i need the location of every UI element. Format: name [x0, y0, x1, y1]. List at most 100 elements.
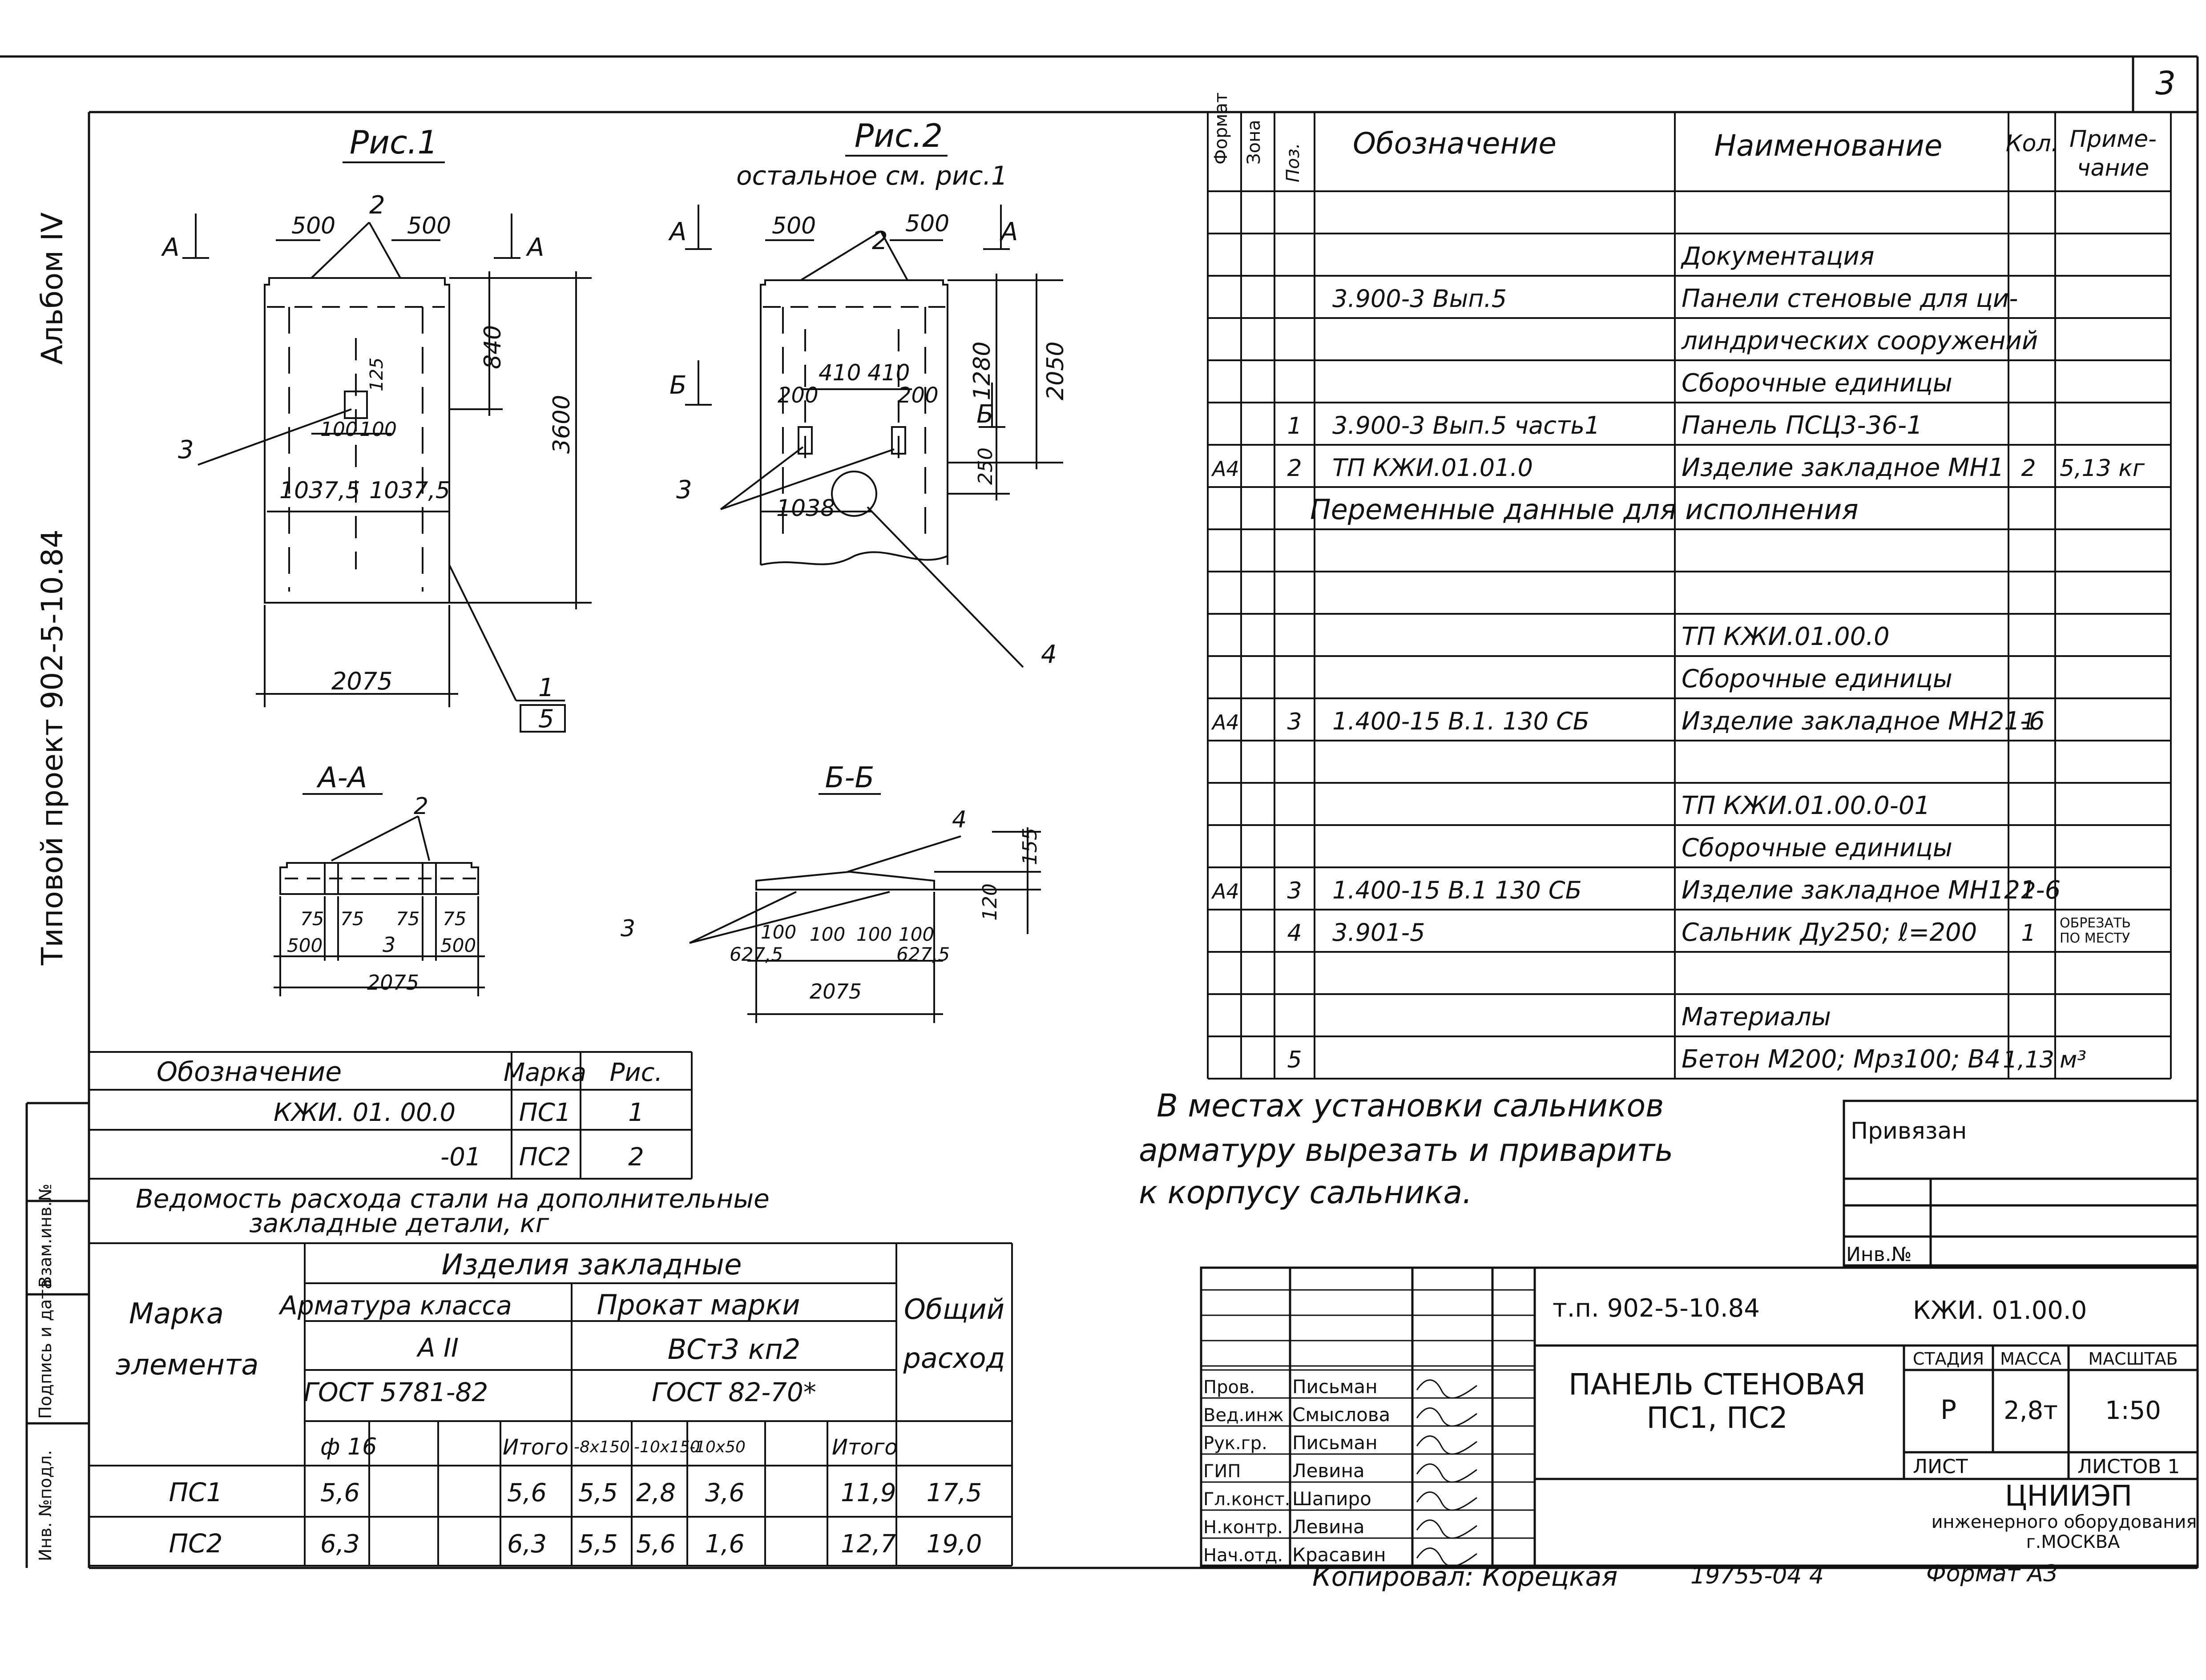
section-b-b: Б-Б 155 120 100 100 100 100 627,5 627,5 …: [621, 761, 1041, 1023]
staff-name: Смыслова: [1292, 1404, 1390, 1426]
svg-text:Обозначение: Обозначение: [157, 1056, 342, 1088]
fig2-subtitle: остальное см. рис.1: [736, 161, 1008, 191]
svg-text:-10х150: -10х150: [634, 1438, 700, 1456]
svg-text:120: 120: [979, 883, 1001, 921]
svg-text:5,6: 5,6: [636, 1530, 676, 1559]
spec-cell-n: Бетон М200; Мрз100; В4: [1682, 1045, 2000, 1074]
svg-text:ЛИСТ: ЛИСТ: [1913, 1455, 1968, 1478]
spec-cell-n: Изделие закладное МН121-6: [1682, 876, 2061, 905]
svg-text:Б-Б: Б-Б: [825, 761, 875, 794]
title-block: т.п. 902-5-10.84 КЖИ. 01.00.0 ПАНЕЛЬ СТЕ…: [1200, 1266, 2199, 1567]
spec-cell-n: Документация: [1680, 242, 1874, 271]
svg-text:3: 3: [383, 933, 395, 957]
svg-text:2075: 2075: [367, 971, 419, 995]
spec-cell-d: 1.400-15 В.1 130 СБ: [1332, 876, 1582, 904]
staff-role: Рук.гр.: [1203, 1433, 1267, 1454]
svg-text:200: 200: [778, 383, 819, 408]
svg-text:155: 155: [1019, 828, 1041, 865]
svg-text:840: 840: [480, 325, 506, 369]
svg-text:Инв.№: Инв.№: [1846, 1243, 1912, 1266]
note: В местах установки сальников арматуру вы…: [1139, 1088, 1673, 1211]
svg-text:100: 100: [810, 923, 845, 945]
staff-name: Красавин: [1292, 1544, 1386, 1566]
svg-text:2: 2: [872, 226, 888, 255]
svg-text:2050: 2050: [1042, 342, 1069, 400]
svg-text:А II: А II: [416, 1333, 459, 1363]
svg-text:75: 75: [443, 908, 466, 930]
signature-mark: [1416, 1463, 1477, 1483]
svg-text:ЛИСТОВ 1: ЛИСТОВ 1: [2077, 1455, 2180, 1478]
svg-text:ГОСТ 5781-82: ГОСТ 5781-82: [304, 1377, 488, 1407]
binding-box: Привязан Инв.№: [1843, 1100, 2199, 1267]
svg-text:-10х50: -10х50: [690, 1438, 746, 1456]
spec-cell-note: ПО МЕСТУ: [2060, 931, 2130, 946]
svg-text:1: 1: [628, 1098, 644, 1127]
spec-cell-d: 1.400-15 В.1. 130 СБ: [1332, 707, 1589, 735]
svg-text:1037,5: 1037,5: [279, 477, 360, 504]
staff-role: Пров.: [1203, 1377, 1255, 1398]
svg-text:ф 16: ф 16: [320, 1434, 377, 1460]
svg-text:250: 250: [974, 447, 997, 485]
svg-text:А: А: [1000, 218, 1018, 246]
sheet-number: 3: [2155, 64, 2176, 102]
svg-text:100: 100: [899, 923, 934, 945]
spec-cell-p: 3: [1287, 878, 1302, 904]
svg-text:к корпусу сальника.: к корпусу сальника.: [1139, 1174, 1472, 1211]
spec-cell-n: Сборочные единицы: [1682, 369, 1952, 398]
svg-text:100: 100: [359, 418, 397, 441]
svg-text:ПС1, ПС2: ПС1, ПС2: [1646, 1401, 1787, 1435]
svg-text:-8х150: -8х150: [574, 1438, 630, 1456]
svg-text:5,6: 5,6: [507, 1479, 547, 1507]
svg-text:75: 75: [396, 908, 419, 930]
svg-text:МАСШТАБ: МАСШТАБ: [2088, 1349, 2178, 1369]
section-a-a: А-А 75 75 75 75 500 500 2075 2 3: [274, 761, 485, 996]
svg-text:ПС2: ПС2: [519, 1143, 571, 1172]
svg-text:Формат: Формат: [1211, 93, 1231, 165]
svg-text:2: 2: [628, 1143, 644, 1172]
signature-mark: [1416, 1519, 1477, 1539]
staff-role: Вед.инж: [1203, 1405, 1284, 1426]
spec-cell-q: 1,13: [2003, 1047, 2054, 1073]
stamp-vzam-inv: Взам.инв.№: [36, 1184, 55, 1288]
svg-text:1037,5: 1037,5: [369, 477, 450, 504]
svg-text:500: 500: [440, 935, 476, 956]
spec-table: Формат Зона Поз. Обозначение Наименовани…: [1207, 93, 2172, 1080]
spec-cell-p: 4: [1287, 920, 1302, 947]
svg-text:1038: 1038: [776, 495, 835, 522]
steel-mark-h1: Марка: [129, 1297, 224, 1330]
spec-cell-r: 5,13 кг: [2060, 455, 2145, 482]
svg-text:А: А: [526, 233, 544, 262]
svg-text:5,5: 5,5: [578, 1530, 618, 1559]
svg-text:Р: Р: [1940, 1394, 1956, 1426]
svg-text:ГОСТ 82-70*: ГОСТ 82-70*: [652, 1377, 816, 1407]
stamp-signature-date: Подпись и дата: [36, 1279, 55, 1419]
svg-text:500: 500: [772, 213, 816, 239]
steel-caption-2: закладные детали, кг: [249, 1208, 549, 1238]
svg-text:500: 500: [905, 210, 949, 237]
svg-text:3600: 3600: [548, 395, 575, 454]
svg-text:410: 410: [867, 360, 910, 386]
svg-text:ЦНИИЭП: ЦНИИЭП: [2005, 1480, 2132, 1513]
svg-text:410: 410: [819, 360, 861, 386]
spec-cell-n: линдрических сооружений: [1681, 326, 2038, 355]
spec-cell-f: А4: [1211, 710, 1239, 734]
svg-text:В местах установки сальников: В местах установки сальников: [1157, 1088, 1664, 1124]
spec-cell-n: Материалы: [1682, 1003, 1831, 1031]
svg-text:А: А: [161, 233, 179, 262]
svg-text:Итого: Итого: [503, 1435, 569, 1460]
svg-text:А-А: А-А: [316, 761, 367, 794]
svg-text:Рис.: Рис.: [610, 1058, 663, 1087]
staff-name: Левина: [1292, 1460, 1365, 1482]
staff-name: Письман: [1292, 1432, 1378, 1454]
spec-cell-n: ТП КЖИ.01.00.0-01: [1682, 791, 1930, 820]
spec-cell-q: 2: [2021, 455, 2036, 482]
svg-text:КЖИ. 01.00.0: КЖИ. 01.00.0: [1913, 1296, 2087, 1325]
signature-mark: [1416, 1435, 1477, 1455]
steel-mark-h2: элемента: [116, 1349, 258, 1382]
svg-text:СТАДИЯ: СТАДИЯ: [1913, 1349, 1984, 1369]
svg-text:627,5: 627,5: [896, 943, 950, 965]
svg-text:Поз.: Поз.: [1283, 143, 1303, 182]
svg-text:Б: Б: [669, 371, 686, 400]
signature-mark: [1416, 1379, 1477, 1399]
